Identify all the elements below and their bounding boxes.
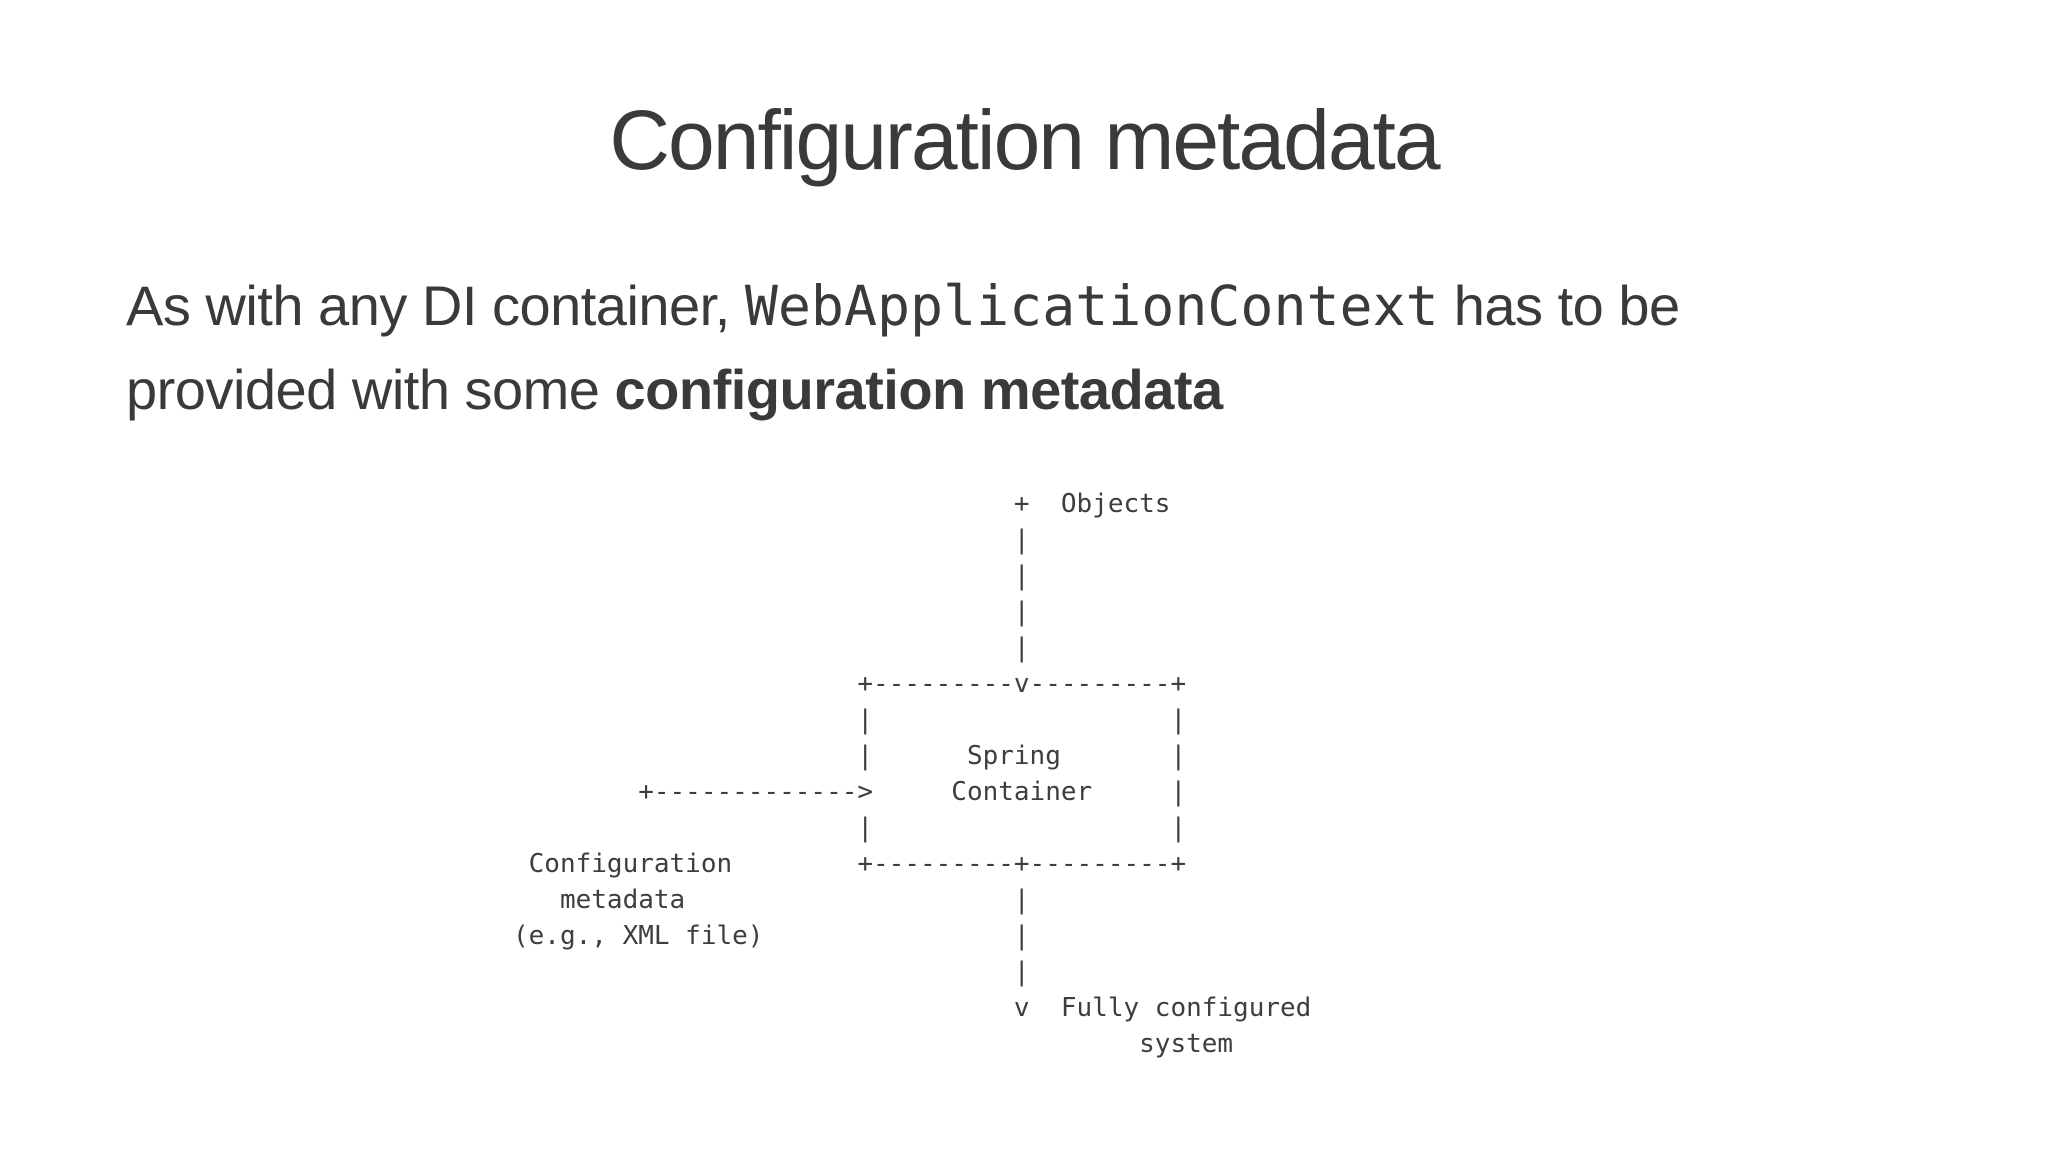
body-text-after-code: has to be <box>1438 274 1680 337</box>
inline-code: WebApplicationContext <box>744 274 1439 338</box>
body-bold-text: configuration metadata <box>614 358 1224 421</box>
body-paragraph: As with any DI container, WebApplication… <box>126 264 1946 431</box>
ascii-diagram: + Objects | | | | +---------v---------+ <box>513 489 1312 1059</box>
body-text-line2: provided with some <box>126 358 615 421</box>
slide-title: Configuration metadata <box>609 93 1440 187</box>
body-text-before-code: As with any DI container, <box>126 274 745 337</box>
